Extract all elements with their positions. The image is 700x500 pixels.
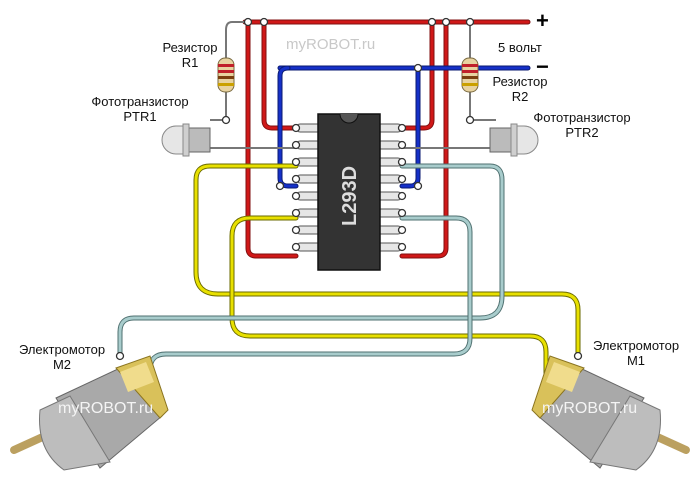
signal-wires (193, 163, 581, 387)
motor-m2-title: Электромотор (18, 342, 106, 357)
chip-pins-right (375, 123, 403, 252)
ptr2-title: Фототранзистор (533, 110, 631, 125)
voltage-label: 5 вольт (498, 40, 542, 55)
resistor-r2-label: Резистор R2 (480, 74, 560, 104)
motor-m2-label: Электромотор M2 (12, 342, 112, 372)
ptr2-id: PTR2 (565, 125, 599, 140)
resistor-r1 (217, 57, 235, 93)
resistor-r2-title: Резистор (492, 74, 548, 89)
phototransistor-ptr1 (161, 123, 211, 157)
ptr1-label: Фототранзистор PTR1 (82, 94, 198, 124)
plus-sign: + (536, 8, 549, 33)
ptr1-id: PTR1 (123, 109, 157, 124)
resistor-r1-id: R1 (181, 55, 199, 70)
l293d-chip: L293D (295, 113, 403, 271)
resistor-r1-title: Резистор (162, 40, 218, 55)
motor-m2 (10, 355, 169, 471)
motor-m1-id: M1 (626, 353, 646, 368)
watermark-top: myROBOT.ru (286, 36, 376, 53)
chip-pins-left (295, 123, 323, 252)
watermark-motor-m2: myROBOT.ru (58, 400, 154, 417)
resistor-r1-label: Резистор R1 (150, 40, 230, 70)
minus-sign: − (536, 54, 549, 79)
ptr1-title: Фототранзистор (91, 94, 189, 109)
motor-m2-id: M2 (52, 357, 72, 372)
positive-rail (242, 19, 531, 259)
sensor-wires (210, 21, 496, 149)
motor-m1 (531, 355, 690, 471)
junction-dots (115, 17, 583, 391)
resistor-r2-id: R2 (511, 89, 529, 104)
ptr2-label: Фототранзистор PTR2 (524, 110, 640, 140)
phototransistor-ptr2 (489, 123, 539, 157)
chip-label: L293D (339, 166, 361, 226)
motor-m1-label: Электромотор M1 (586, 338, 686, 368)
resistor-r2 (461, 57, 479, 93)
watermark-motor-m1: myROBOT.ru (542, 400, 638, 417)
motor-wires (117, 163, 505, 389)
motor-m1-title: Электромотор (592, 338, 680, 353)
